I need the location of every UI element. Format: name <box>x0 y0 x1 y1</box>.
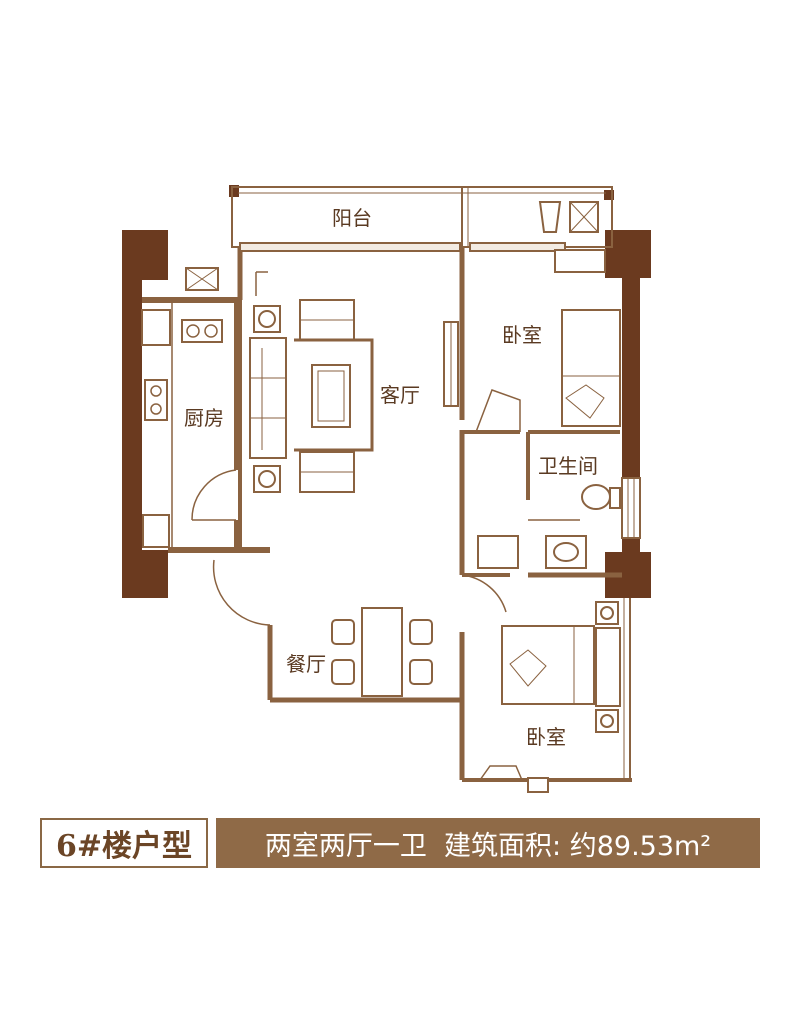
dining-room-outline <box>212 559 507 780</box>
bedroom-bottom-outline <box>462 598 632 793</box>
unit-type-label: 6#楼户型 <box>40 818 208 868</box>
kitchen-outline <box>141 267 270 553</box>
balcony-outline <box>231 186 613 300</box>
room-label-dining-room: 餐厅 <box>286 652 326 676</box>
layout-text: 两室两厅一卫 <box>264 830 427 862</box>
bathroom-fixtures <box>462 430 641 578</box>
living-room-furniture <box>238 247 465 575</box>
room-label-bedroom-bottom: 卧室 <box>526 725 566 749</box>
unit-summary-banner: 两室两厅一卫 建筑面积: 约89.53m² <box>216 818 760 868</box>
room-label-bedroom-top: 卧室 <box>502 323 542 347</box>
room-label-living-room: 客厅 <box>380 383 420 407</box>
room-label-kitchen: 厨房 <box>184 406 224 430</box>
room-label-bathroom: 卫生间 <box>538 454 598 478</box>
area-text: 建筑面积: 约89.53m² <box>444 830 712 862</box>
structural-walls <box>122 185 651 598</box>
bedroom-top-outline <box>462 309 621 434</box>
room-label-balcony: 阳台 <box>332 206 372 230</box>
